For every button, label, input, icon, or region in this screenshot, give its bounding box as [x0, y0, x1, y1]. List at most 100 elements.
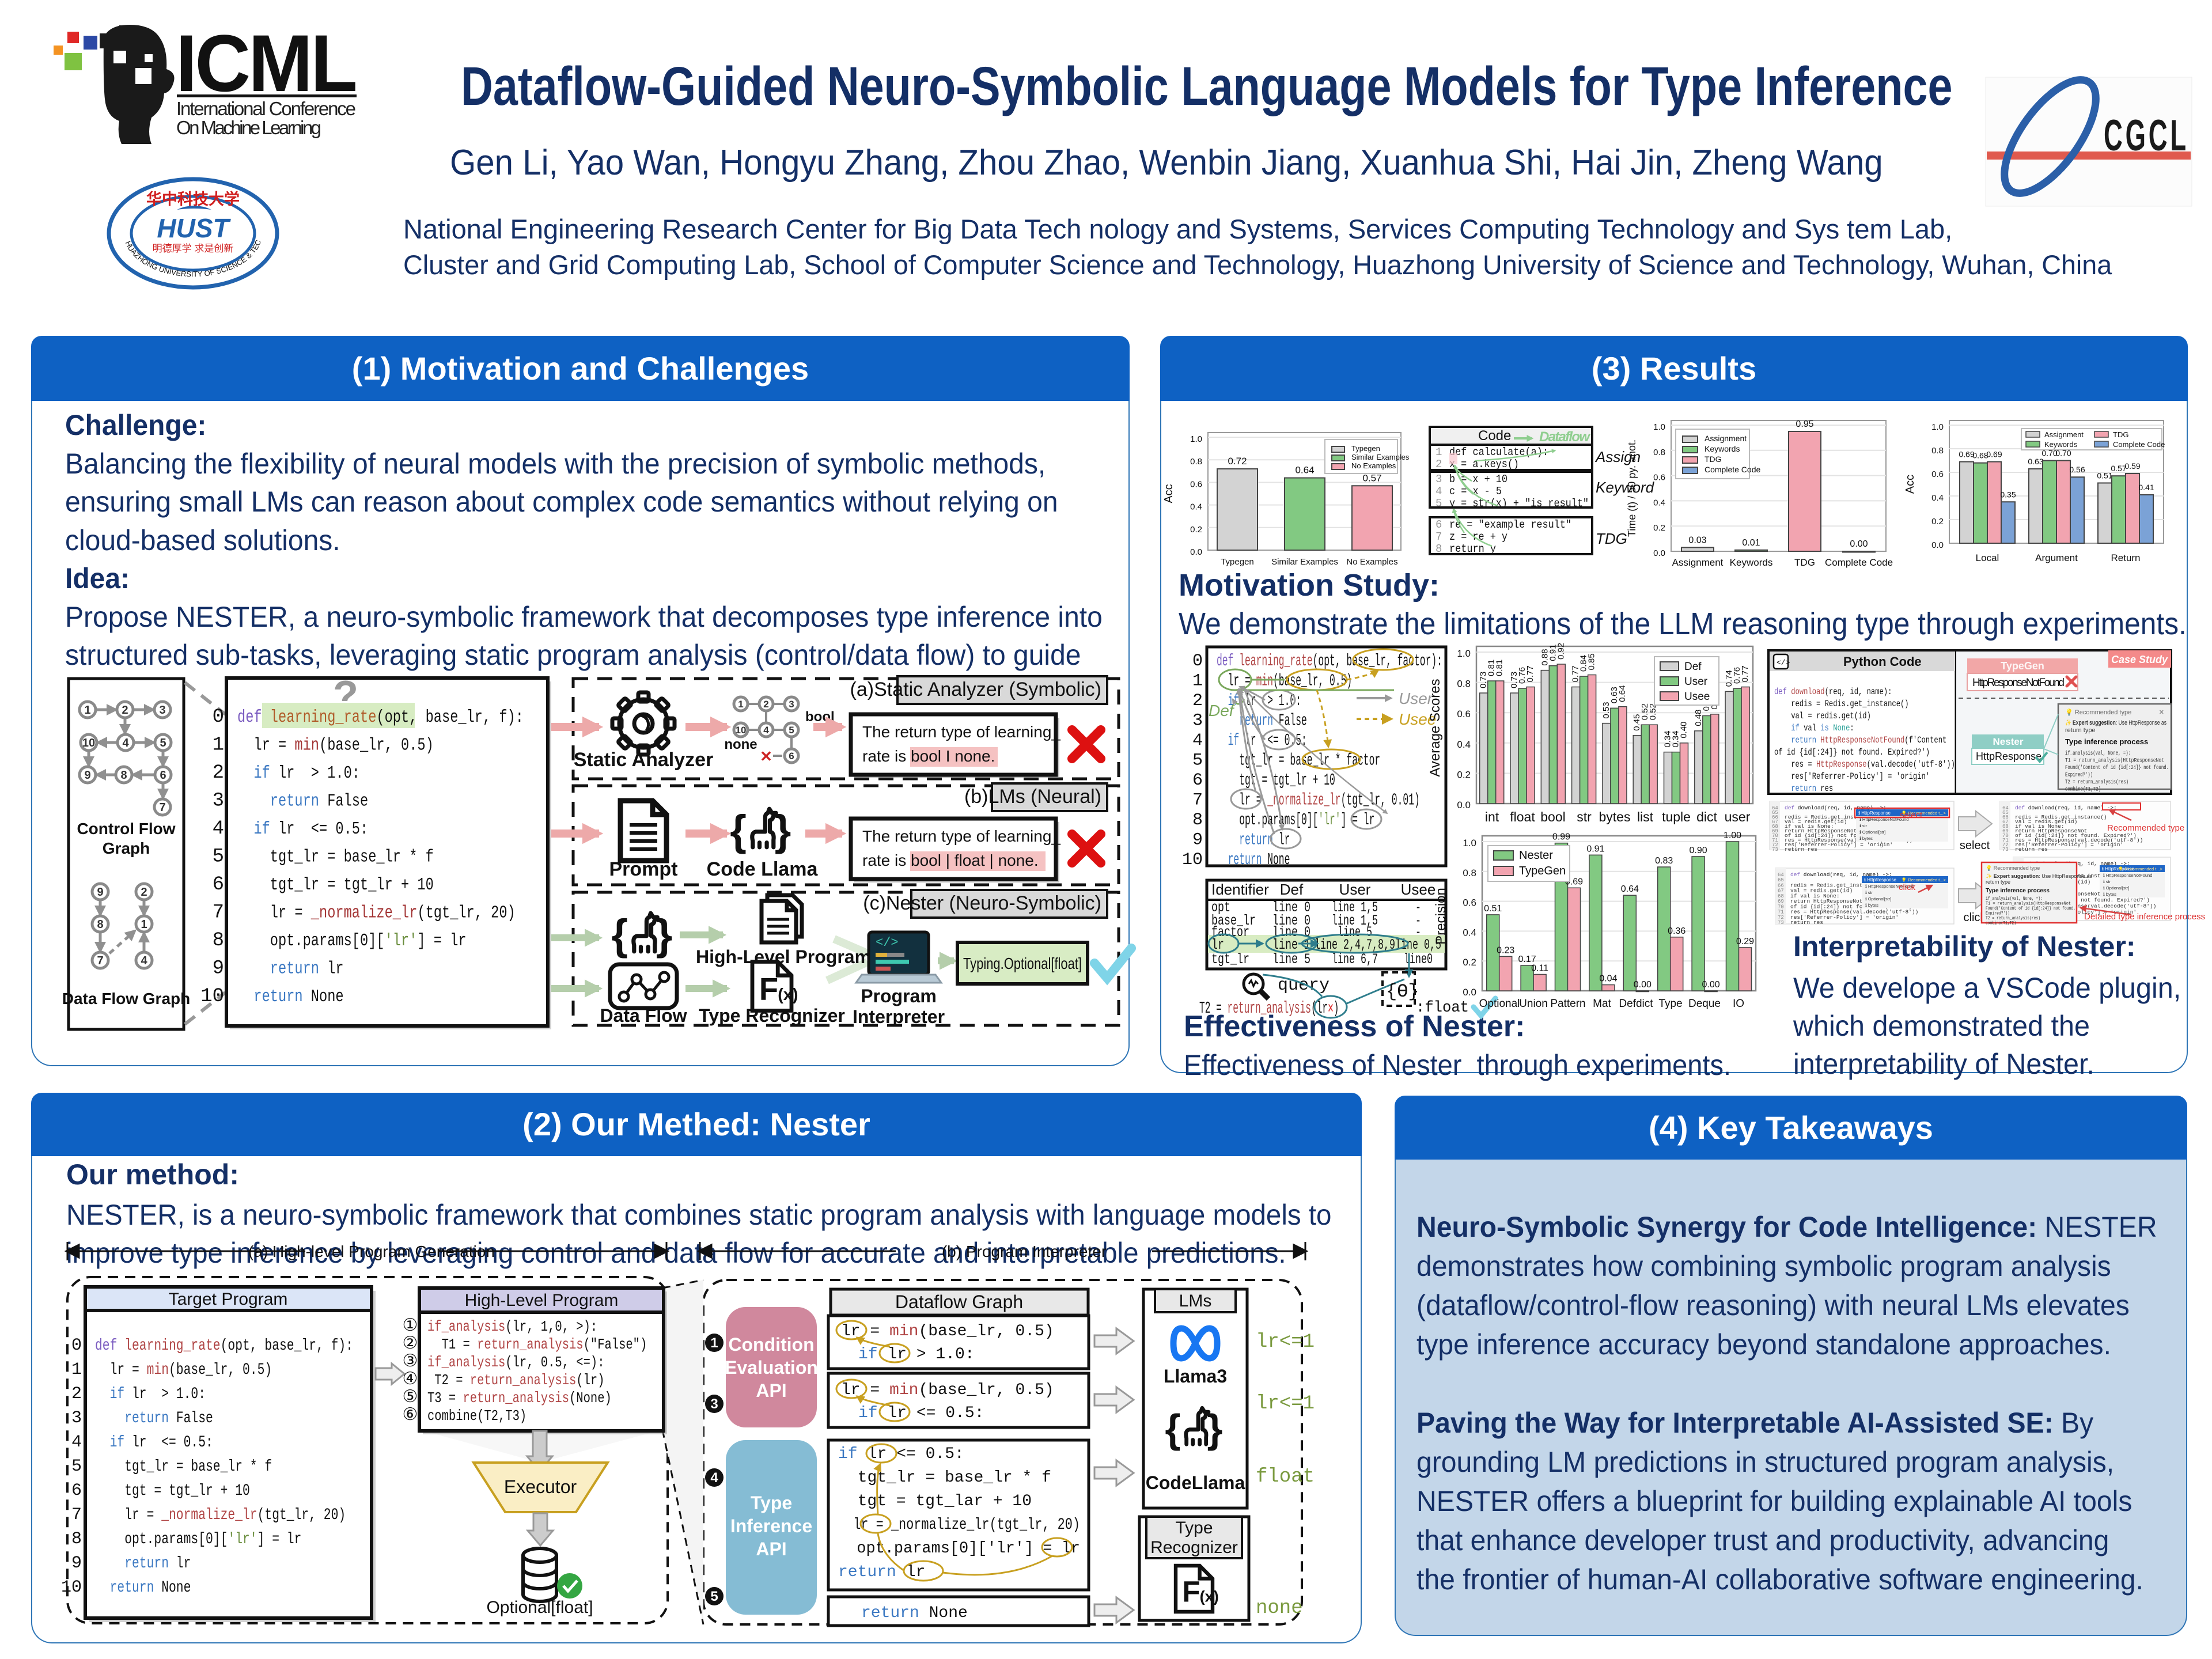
- svg-text:API: API: [756, 1380, 786, 1401]
- svg-text:Type Recognizer: Type Recognizer: [699, 1005, 845, 1026]
- svg-text:1: 1: [1435, 446, 1442, 459]
- svg-text:learning_rate: learning_rate: [1239, 652, 1312, 671]
- svg-text:Return: Return: [2111, 552, 2140, 563]
- svg-text:0.45: 0.45: [1632, 714, 1642, 730]
- svg-text:69: 69: [1778, 899, 1784, 904]
- svg-text:if: if: [838, 1445, 858, 1463]
- svg-text:if: if: [1217, 731, 1245, 750]
- svg-text:Deque: Deque: [1688, 998, 1721, 1010]
- svg-text:res = HttpResponse(val.decode(: res = HttpResponse(val.decode('utf-8')): [2028, 903, 2156, 909]
- svg-text:'lr': 'lr': [1318, 810, 1340, 830]
- svg-text:Assign: Assign: [1594, 448, 1641, 465]
- svg-text:0.57: 0.57: [2111, 464, 2126, 473]
- svg-text:Code Llama: Code Llama: [707, 858, 819, 880]
- svg-text:明德厚学 求是创新: 明德厚学 求是创新: [153, 243, 234, 254]
- svg-text:def calculate(a):: def calculate(a):: [1449, 446, 1548, 459]
- svg-text:✨ Expert suggestion: Use HttpR: ✨ Expert suggestion: Use HttpResponse as: [1986, 873, 2092, 879]
- svg-text:list: list: [1637, 809, 1654, 824]
- svg-text:line 1,5: line 1,5: [1332, 899, 1378, 916]
- svg-text:9: 9: [84, 769, 90, 782]
- svg-text:6: 6: [71, 1481, 82, 1501]
- svg-text:lr =: lr =: [1217, 791, 1267, 810]
- svg-text:is: is: [1820, 723, 1833, 733]
- svg-text:9: 9: [71, 1554, 82, 1573]
- svg-text:0: 0: [71, 1336, 82, 1355]
- svg-text:1.00: 1.00: [1724, 831, 1741, 840]
- svg-text:(x): (x): [778, 986, 798, 1004]
- svg-text:</>: </>: [876, 935, 899, 950]
- svg-text:None: None: [161, 1579, 191, 1597]
- svg-text:bool: bool: [805, 709, 835, 725]
- svg-text:_normalize_lr: _normalize_lr: [310, 903, 417, 923]
- svg-text:False: False: [176, 1410, 213, 1427]
- svg-text:0.76: 0.76: [1517, 667, 1527, 684]
- svg-text:Prompt: Prompt: [609, 858, 678, 880]
- svg-text:0.88: 0.88: [1540, 649, 1550, 665]
- svg-text:Keyword: Keyword: [1596, 479, 1655, 496]
- svg-text:0.8: 0.8: [1931, 446, 1944, 456]
- svg-text:0.81: 0.81: [1487, 660, 1497, 676]
- svg-text:0.77: 0.77: [1525, 665, 1535, 682]
- svg-text:0.23: 0.23: [1497, 945, 1514, 955]
- svg-text:Type: Type: [751, 1493, 792, 1513]
- svg-text:Def: Def: [1209, 702, 1236, 719]
- svg-text:line 0: line 0: [1272, 912, 1310, 929]
- svg-text:{: {: [730, 806, 747, 854]
- svg-text:(tgt_lr, 20): (tgt_lr, 20): [417, 903, 515, 923]
- svg-text:5: 5: [1435, 497, 1442, 510]
- svg-text:return: return: [95, 1579, 161, 1597]
- svg-text:0.73: 0.73: [1509, 672, 1519, 688]
- svg-text:return res: return res: [2015, 846, 2048, 853]
- svg-text:0.70: 0.70: [2041, 449, 2057, 458]
- svg-text:if val is None:: if val is None:: [2015, 823, 2065, 830]
- svg-text:select: select: [1960, 839, 1990, 852]
- svg-text:(b)LMs (Neural): (b)LMs (Neural): [964, 786, 1101, 808]
- svg-text:Target Program: Target Program: [169, 1290, 288, 1309]
- svg-text:ℹ bytes: ℹ bytes: [2103, 892, 2116, 897]
- svg-text:factor: factor: [1211, 924, 1249, 941]
- svg-text:opt.params[0][: opt.params[0][: [95, 1531, 228, 1548]
- svg-text:TypeGen: TypeGen: [1519, 865, 1566, 877]
- svg-text:10: 10: [200, 986, 224, 1007]
- svg-text:Keywords: Keywords: [1730, 557, 1773, 568]
- svg-text:0.4: 0.4: [1190, 502, 1202, 512]
- svg-text:7: 7: [159, 801, 165, 814]
- svg-text:Type: Type: [1175, 1518, 1213, 1537]
- svg-text:if: if: [237, 763, 270, 783]
- svg-text:res: res: [1820, 783, 1833, 794]
- svg-text:val = redis.get(id): val = redis.get(id): [1785, 819, 1847, 825]
- svg-text:ℹ HttpResponse: ℹ HttpResponse: [1858, 810, 1891, 816]
- svg-text:Identifier: Identifier: [1211, 881, 1269, 898]
- svg-text:Interpreter: Interpreter: [853, 1006, 945, 1027]
- svg-text:T2 =: T2 =: [1199, 999, 1228, 1018]
- svg-text:Recognizer: Recognizer: [1150, 1538, 1238, 1557]
- svg-text:6: 6: [160, 769, 166, 782]
- svg-text:4: 4: [122, 737, 129, 749]
- svg-text:(base_lr, 0.5): (base_lr, 0.5): [319, 736, 434, 756]
- svg-text:T2 =: T2 =: [427, 1372, 470, 1389]
- svg-text:4: 4: [71, 1433, 82, 1452]
- svg-text:ℹ Optional[str]: ℹ Optional[str]: [1865, 896, 1891, 902]
- svg-text:lr =: lr =: [237, 736, 294, 756]
- svg-text:0.34: 0.34: [1671, 730, 1681, 747]
- svg-text:(lr, 1,0, >):: (lr, 1,0, >):: [505, 1318, 597, 1335]
- svg-text:_normalize_lr: _normalize_lr: [161, 1506, 257, 1524]
- svg-text:0.03: 0.03: [1688, 535, 1706, 545]
- svg-text:70: 70: [1778, 904, 1784, 910]
- svg-text:0.51: 0.51: [2097, 471, 2112, 480]
- svg-text:ℹ str: ℹ str: [1859, 823, 1868, 828]
- svg-text:💡 Recommended t...>: 💡 Recommended t...>: [2118, 866, 2163, 872]
- svg-text:9: 9: [97, 886, 103, 899]
- svg-text:return: return: [1217, 711, 1279, 730]
- svg-text:if lr > 1.0:: if lr > 1.0:: [858, 1346, 975, 1363]
- svg-text:1: 1: [710, 1335, 718, 1351]
- svg-text:Acc: Acc: [1162, 484, 1175, 503]
- svg-text:x = a.keys(): x = a.keys(): [1449, 458, 1519, 471]
- svg-text:②: ②: [403, 1334, 418, 1353]
- svg-text:ℹ HttpResponseNotFound: ℹ HttpResponseNotFound: [1859, 817, 1908, 822]
- svg-text:72: 72: [1778, 915, 1784, 921]
- svg-text:0.64: 0.64: [1618, 685, 1627, 702]
- svg-text:click: click: [1899, 882, 1916, 892]
- svg-text:5: 5: [71, 1457, 82, 1476]
- svg-text:3: 3: [71, 1408, 82, 1428]
